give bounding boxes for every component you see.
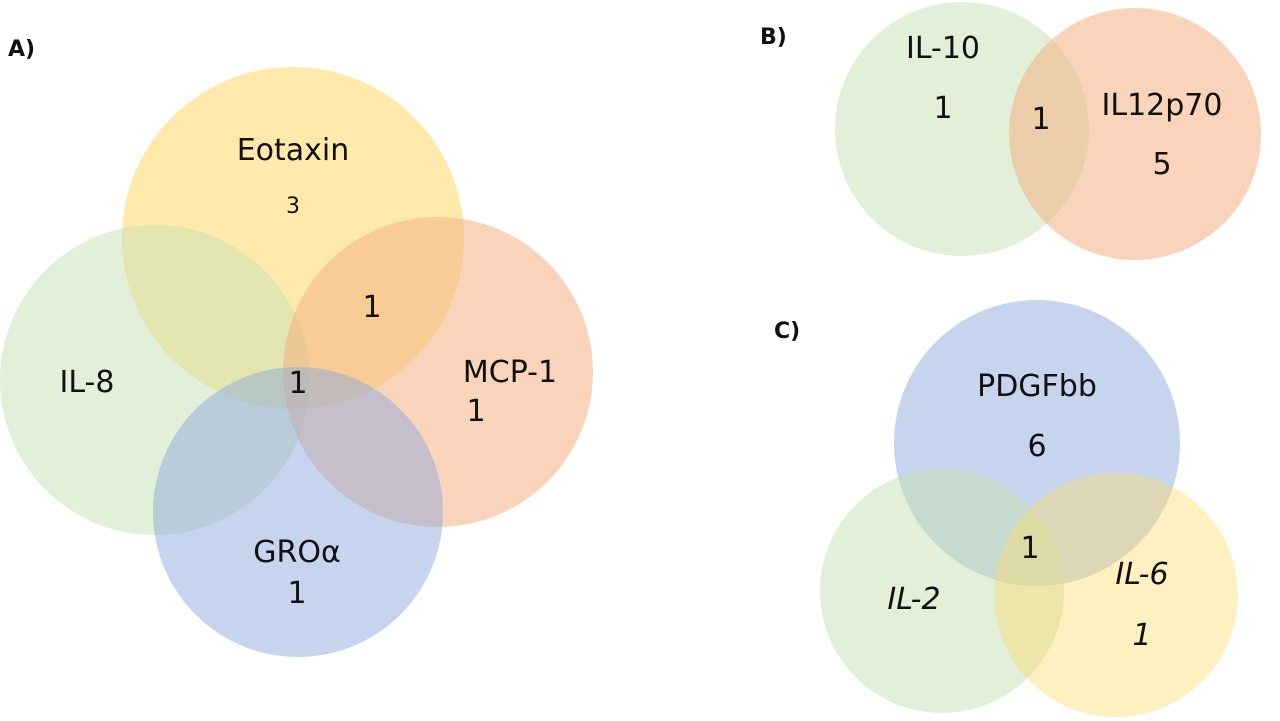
count-center-c: 1 (1020, 531, 1039, 566)
set-label-il10: IL-10 (906, 31, 980, 66)
panel-label-b: B) (760, 25, 787, 50)
count-il6-only: 1 (1132, 618, 1151, 653)
set-label-mcp1: MCP-1 (463, 355, 557, 390)
count-il10-il12p70: 1 (1031, 102, 1050, 137)
count-mcp1-only: 1 (466, 394, 485, 429)
set-label-il6: IL-6 (1115, 557, 1168, 592)
count-eotaxin-only: 3 (286, 194, 300, 219)
panel-label-a: A) (8, 37, 35, 62)
circle-groa (153, 367, 443, 657)
panel-b: B) IL-10 1 1 IL12p70 5 (760, 2, 1261, 260)
set-label-groa: GROα (253, 535, 340, 570)
count-pdgfbb-only: 6 (1027, 429, 1046, 464)
count-eotaxin-mcp1: 1 (362, 290, 381, 325)
panel-c: C) PDGFbb 6 1 IL-6 IL-2 1 (774, 300, 1238, 717)
count-il12p70-only: 5 (1152, 147, 1171, 182)
count-il10-only: 1 (933, 91, 952, 126)
circle-il2 (820, 469, 1064, 713)
count-groa-only: 1 (287, 576, 306, 611)
panel-label-c: C) (774, 319, 800, 344)
set-label-il8: IL-8 (60, 365, 115, 400)
set-label-il2: IL-2 (887, 582, 940, 617)
count-center-a: 1 (288, 366, 307, 401)
set-label-eotaxin: Eotaxin (237, 133, 350, 168)
set-label-il12p70: IL12p70 (1102, 88, 1223, 123)
circle-il6 (994, 473, 1238, 717)
set-label-pdgfbb: PDGFbb (977, 369, 1097, 404)
circle-il12p70 (1009, 8, 1261, 260)
panel-a: A) Eotaxin 3 1 IL-8 1 MCP-1 1 GROα 1 (0, 37, 593, 657)
